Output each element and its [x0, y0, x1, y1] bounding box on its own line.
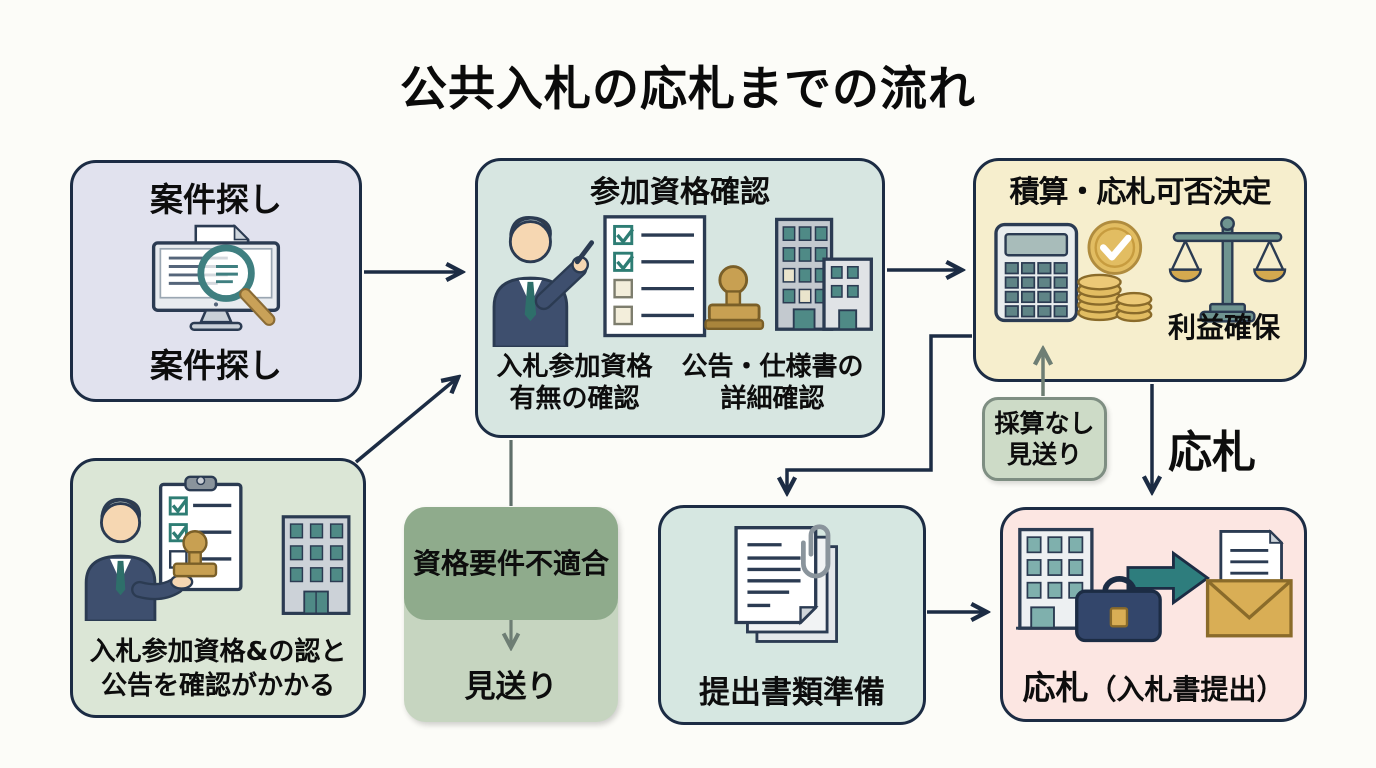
- branch-box-saisan-nashi: 採算なし 見送り: [982, 397, 1107, 481]
- anken-title: 案件探し: [150, 180, 282, 219]
- shikaku-text: 入札参加資格&の認と 公告を確認がかかる: [90, 635, 347, 703]
- ousatsu-title-main: 応札: [1022, 668, 1089, 707]
- sanka-label-right-line2: 詳細確認: [720, 384, 825, 414]
- sekisan-title: 積算・応札可否決定: [1009, 175, 1272, 210]
- teishutsu-title: 提出書類準備: [699, 675, 885, 711]
- anken-caption: 案件探し: [150, 346, 282, 385]
- sanka-label-left-line2: 有無の確認: [509, 384, 640, 414]
- ousatsu-title-sub: （入札書提出）: [1088, 673, 1285, 706]
- office-buildings-icon: [774, 217, 873, 331]
- sanka-label-left: 入札参加資格 有無の確認: [496, 351, 652, 415]
- info-box-shikaku-kakunin: 入札参加資格&の認と 公告を確認がかかる: [70, 458, 366, 718]
- checklist-stamp-icon: [602, 215, 764, 338]
- page-title: 公共入札の応札までの流れ: [400, 62, 976, 117]
- calculator-coins-check-icon: [994, 220, 1153, 323]
- ousatsu-arrow-label: 応札: [1168, 427, 1256, 478]
- shikaku-icons: [78, 473, 358, 621]
- sanka-label-right-line1: 公告・仕様書の: [681, 352, 864, 382]
- office-building-icon: [281, 515, 351, 615]
- balance-scale-icon: [1168, 216, 1287, 323]
- step-box-ousatsu: 応札（入札書提出）: [1000, 507, 1307, 722]
- monitor-search-icon: [151, 224, 281, 331]
- branch-box-futekigou: 資格要件不適合 見送り: [404, 507, 618, 722]
- bid-submission-icon: [1015, 527, 1293, 643]
- documents-paperclip-icon: [734, 524, 838, 643]
- shikaku-text-line1: 入札参加資格&の認と: [89, 637, 347, 667]
- sanka-icons: [484, 213, 877, 347]
- sekisan-icons: [992, 215, 1288, 330]
- sanka-title: 参加資格確認: [590, 175, 770, 210]
- sanka-label-right: 公告・仕様書の 詳細確認: [681, 351, 863, 415]
- saisan-line1: 採算なし: [994, 409, 1095, 438]
- step-box-sekisan-kahi-kettei: 積算・応札可否決定: [973, 158, 1307, 382]
- businessman-clipboard-stamp-icon: [84, 475, 243, 621]
- sekisan-caption: 利益確保: [1167, 311, 1280, 344]
- arrow-shikaku-to-sanka: [354, 379, 456, 464]
- step-box-sanka-shikaku-kakunin: 参加資格確認: [475, 158, 885, 438]
- futekigou-result: 見送り: [464, 669, 558, 705]
- shikaku-text-line2: 公告を確認がかかる: [100, 671, 335, 701]
- ousatsu-title: 応札（入札書提出）: [1022, 661, 1284, 709]
- step-box-anken-sagashi: 案件探し 案件探し: [70, 160, 362, 402]
- businessman-pointing-icon: [492, 216, 594, 347]
- sanka-label-left-line1: 入札参加資格: [496, 352, 653, 382]
- futekigou-title: 資格要件不適合: [404, 507, 618, 620]
- step-box-teishutsu-shorui: 提出書類準備: [658, 505, 926, 725]
- saisan-line2: 見送り: [1006, 440, 1082, 469]
